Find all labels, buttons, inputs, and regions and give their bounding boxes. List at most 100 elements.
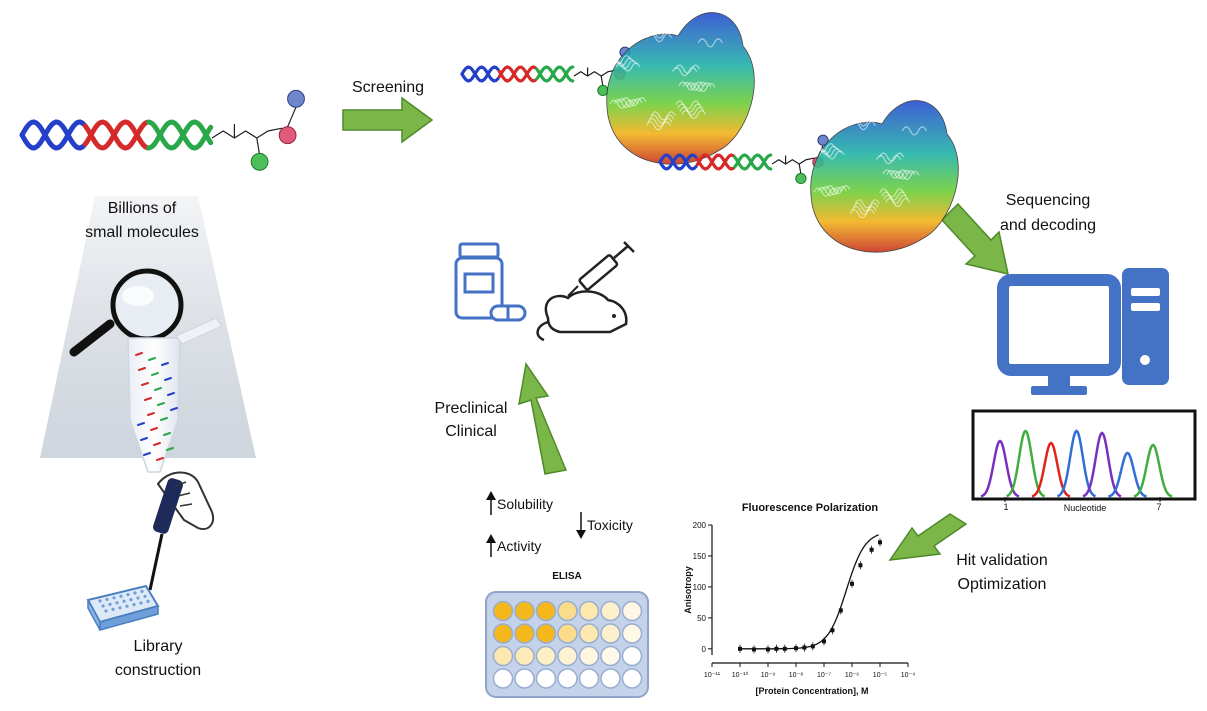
label-toxicity: Toxicity	[587, 517, 633, 533]
building-block-green	[250, 152, 269, 171]
dna-encoded-molecule-main	[19, 89, 305, 171]
data-point	[766, 647, 770, 652]
elisa-well	[578, 645, 600, 667]
mouse-icon	[536, 290, 628, 342]
x-tick-label: 10⁻¹¹	[704, 672, 721, 679]
chart-title: Fluorescence Polarization	[741, 502, 879, 514]
elisa-well	[557, 600, 578, 622]
elisa-well	[535, 668, 557, 689]
label-activity: Activity	[497, 538, 542, 554]
chromatogram-tick-end: 7	[1156, 502, 1162, 512]
fit-curve	[740, 534, 879, 650]
building-block-green	[597, 84, 609, 97]
chromatogram-xlabel: Nucleotide	[1063, 503, 1107, 513]
label-billions-line2: small molecules	[85, 224, 199, 241]
sequencing-chromatogram	[971, 409, 1197, 502]
elisa-well	[492, 645, 514, 667]
label-library-line2: construction	[114, 662, 202, 679]
elisa-well	[514, 645, 535, 667]
x-tick-label: 10⁻⁷	[817, 672, 831, 679]
elisa-well	[535, 600, 557, 622]
building-block-blue	[817, 134, 829, 146]
y-tick-label: 150	[693, 552, 707, 561]
data-point	[810, 644, 815, 649]
elisa-well	[557, 645, 578, 667]
label-sequencing-line2: and decoding	[999, 217, 1097, 234]
data-point	[752, 647, 756, 652]
label-clinical: Clinical	[445, 423, 497, 440]
y-tick-label: 100	[693, 583, 707, 592]
well-plate-icon	[86, 584, 160, 631]
x-tick-label: 10⁻⁹	[761, 672, 775, 679]
x-tick-label: 10⁻⁵	[873, 672, 887, 679]
elisa-well	[621, 668, 643, 689]
elisa-well	[535, 623, 557, 644]
label-screening: Screening	[351, 79, 425, 96]
elisa-well	[578, 600, 600, 622]
elisa-well	[492, 668, 514, 689]
x-tick-label: 10⁻⁶	[845, 672, 859, 679]
syringe-icon	[567, 241, 635, 297]
label-hit-validation: Hit validation	[956, 552, 1048, 569]
x-tick-label: 10⁻¹⁰	[732, 671, 749, 679]
data-point	[858, 563, 863, 568]
building-block-red	[278, 126, 297, 145]
data-point	[850, 581, 854, 586]
y-tick-label: 50	[697, 614, 706, 623]
elisa-well	[492, 623, 514, 644]
data-point	[774, 646, 779, 651]
dna-protein-complex-top	[460, 12, 755, 165]
data-point	[878, 540, 882, 545]
arrow-hit-validation	[888, 513, 968, 561]
elisa-well	[535, 645, 557, 667]
data-point	[838, 608, 843, 613]
elisa-well	[600, 668, 621, 689]
dna-protein-complex-bottom	[658, 100, 959, 253]
label-optimization: Optimization	[957, 576, 1047, 593]
up-arrow-icon-activity	[486, 534, 496, 557]
label-preclinical: Preclinical	[434, 400, 508, 417]
chart-xlabel: [Protein Concentration], M	[755, 686, 869, 696]
computer-icon	[997, 268, 1169, 395]
elisa-well	[600, 623, 621, 644]
elisa-well	[557, 623, 578, 644]
up-arrow-icon-solubility	[486, 491, 496, 515]
label-library-line1: Library	[133, 638, 183, 655]
down-arrow-icon-toxicity	[576, 512, 586, 539]
medicine-bottle-icon	[454, 242, 504, 320]
data-point	[782, 646, 787, 651]
data-point	[802, 645, 807, 650]
arrow-preclinical	[518, 362, 568, 475]
label-elisa: ELISA	[552, 571, 582, 582]
x-tick-label: 10⁻⁴	[901, 672, 916, 679]
elisa-well	[578, 668, 600, 689]
elisa-well	[557, 668, 578, 689]
building-block-green	[795, 172, 807, 185]
chromatogram-tick-start: 1	[1003, 502, 1009, 512]
elisa-well	[621, 645, 643, 667]
elisa-well	[621, 623, 643, 644]
chart-ylabel: Anisotropy	[683, 566, 693, 614]
elisa-well	[621, 600, 643, 622]
library-tube-icon	[127, 317, 223, 473]
chromatogram-peak	[1133, 443, 1173, 498]
elisa-well	[600, 600, 621, 622]
elisa-well	[578, 623, 600, 644]
label-billions-line1: Billions of	[107, 200, 177, 217]
building-block-blue	[287, 89, 305, 108]
pill-icon	[489, 304, 527, 322]
label-sequencing-line1: Sequencing	[1005, 192, 1091, 209]
data-point	[830, 628, 835, 633]
arrow-screening	[342, 96, 434, 144]
data-point	[794, 646, 798, 651]
elisa-well	[514, 668, 535, 689]
elisa-plate	[485, 591, 649, 698]
chromatogram-peak	[1082, 431, 1122, 498]
elisa-well	[600, 645, 621, 667]
data-point	[869, 547, 874, 552]
x-tick-label: 10⁻⁸	[789, 672, 803, 679]
elisa-well	[492, 600, 514, 622]
data-point	[822, 639, 826, 644]
